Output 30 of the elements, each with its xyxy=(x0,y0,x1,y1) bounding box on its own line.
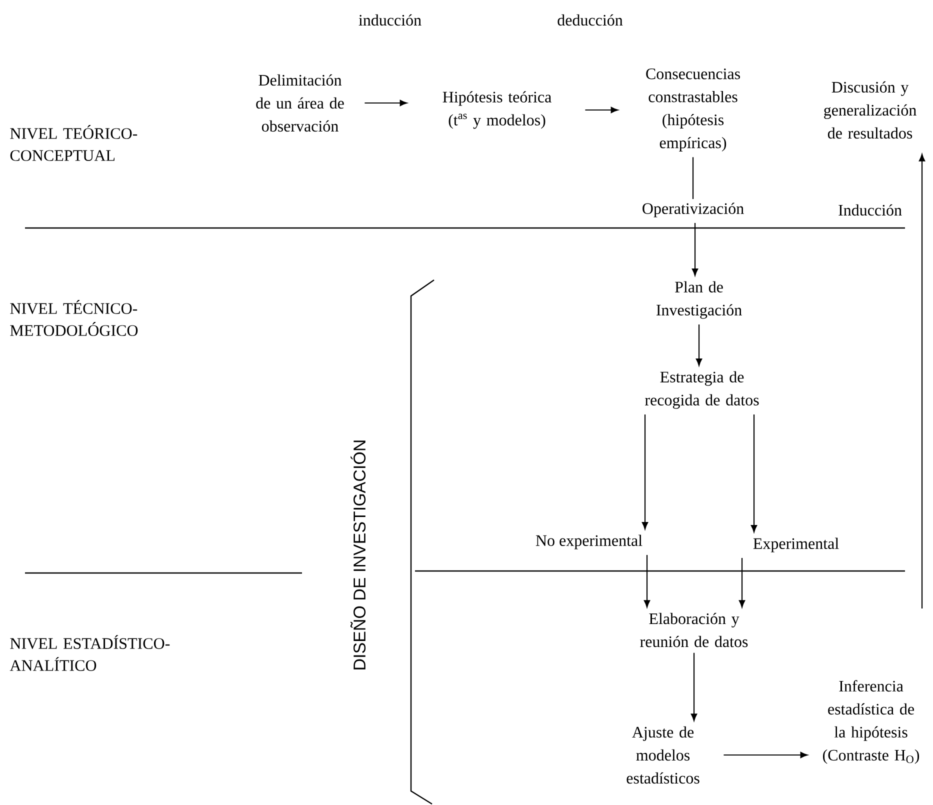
level-label: NIVEL TEÓRICO-CONCEPTUAL xyxy=(10,125,138,161)
arrow xyxy=(750,414,758,532)
step-text: Delimitación de un área de observación xyxy=(256,74,344,132)
step-text: No experimental xyxy=(536,534,642,550)
arrow xyxy=(585,106,618,114)
arrow xyxy=(690,652,698,722)
arrow xyxy=(696,324,702,366)
arrow xyxy=(738,558,746,608)
step-text: Consecuencias constrastables (hipótesis empíricas) xyxy=(646,68,740,152)
step-text: Ajuste de modelos estadísticos xyxy=(626,726,700,784)
direction-label: deducción xyxy=(558,14,623,26)
step-text: Discusión y generalización de resultados xyxy=(824,81,916,139)
arrow xyxy=(642,414,648,530)
step-text: Plan de Investigación xyxy=(656,281,742,319)
step-text: Inferencia estadística de la hipótesis (Contraste H$_{O}$) xyxy=(823,680,920,764)
arrow xyxy=(364,100,408,106)
direction-label: inducción xyxy=(358,14,422,26)
arrow xyxy=(724,752,808,758)
arrow xyxy=(918,154,926,608)
level-label: NIVEL ESTADÍSTICO-ANALÍTICO xyxy=(10,635,170,671)
step-text: Estrategia de recogida de datos xyxy=(645,371,759,409)
arrow xyxy=(692,222,698,276)
arrow xyxy=(644,554,650,608)
step-text: Operativización xyxy=(642,202,744,218)
step-text: Elaboración y reunión de datos xyxy=(640,612,748,648)
step-text: Experimental xyxy=(753,538,839,552)
step-text: Hipótesis teórica (t$^{as}$ y modelos) xyxy=(442,91,552,129)
vertical-title: DISEÑO DE INVESTIGACIÓN xyxy=(350,440,366,670)
level-label: NIVEL TÉCNICO-METODOLÓGICO xyxy=(10,300,138,336)
direction-label: Inducción xyxy=(838,204,902,216)
